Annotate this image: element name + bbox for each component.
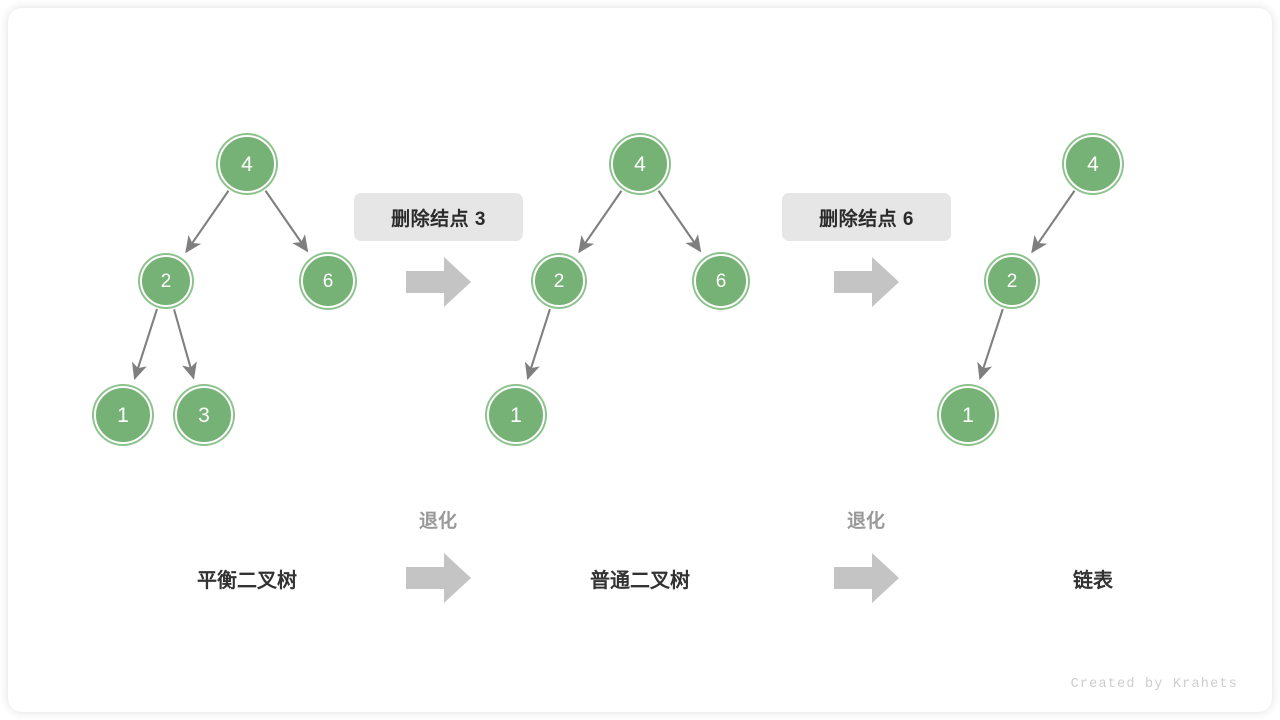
tree-node-1: 1 [939,386,997,444]
caption-balanced-binary-tree: 平衡二叉树 [197,570,297,592]
transform-arrow-bottom-2 [834,552,900,604]
tree-node-6: 6 [301,254,355,308]
transform-arrow-bottom-1 [406,552,472,604]
tree-edge [173,309,197,380]
tree-edge [185,190,230,254]
figure-card [8,8,1272,712]
transition-label-1: 退化 [418,511,458,532]
operation-label-delete-3: 删除结点 3 [354,193,523,241]
transform-arrow-top-2 [834,256,900,308]
tree-edge [578,190,623,254]
tree-node-2: 2 [986,255,1038,307]
tree-edge [1031,190,1076,254]
operation-label-delete-6: 删除结点 6 [782,193,951,241]
tree-node-1: 1 [94,386,152,444]
tree-edge [524,308,551,380]
tree-node-2: 2 [533,255,585,307]
caption-ordinary-binary-tree: 普通二叉树 [590,570,690,592]
tree-node-3: 3 [175,386,233,444]
tree-node-4: 4 [1064,135,1122,193]
caption-linked-list: 链表 [1073,570,1113,592]
tree-node-1: 1 [487,386,545,444]
tree-node-6: 6 [694,254,748,308]
transition-label-2: 退化 [846,511,886,532]
watermark-credit: Created by Krahets [1070,677,1238,692]
tree-node-2: 2 [140,255,192,307]
tree-edge [264,190,309,253]
tree-node-4: 4 [218,135,276,193]
transform-arrow-top-1 [406,256,472,308]
tree-node-4: 4 [611,135,669,193]
tree-edge [131,308,158,380]
tree-edge [657,190,702,253]
tree-edge [977,308,1004,381]
